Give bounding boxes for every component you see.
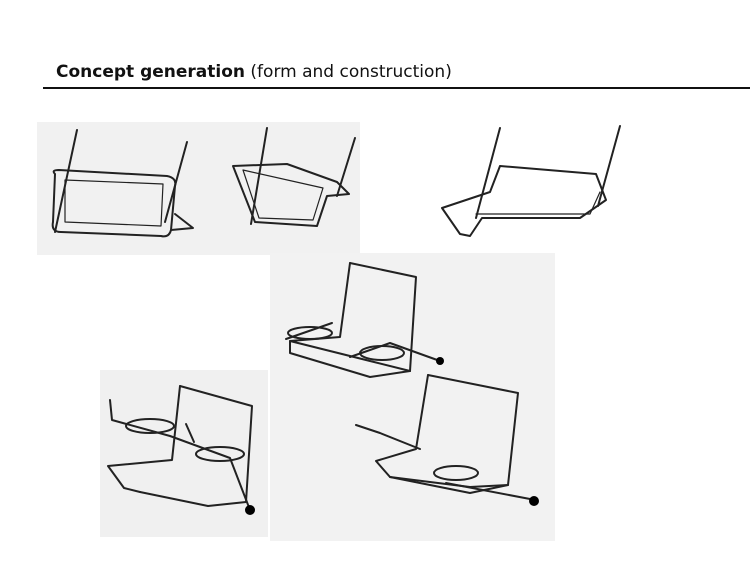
sketch-shell-chair-single — [100, 370, 268, 537]
slide-title: Concept generation (form and constructio… — [56, 62, 452, 82]
sketch-frame-wide — [430, 122, 645, 247]
sketch-frame-variants — [37, 122, 360, 255]
title-divider — [43, 87, 750, 89]
sketch-shell-chair-variants — [270, 253, 555, 541]
slide-title-bold: Concept generation — [56, 62, 246, 82]
slide-title-subtitle: (form and construction) — [250, 62, 452, 82]
